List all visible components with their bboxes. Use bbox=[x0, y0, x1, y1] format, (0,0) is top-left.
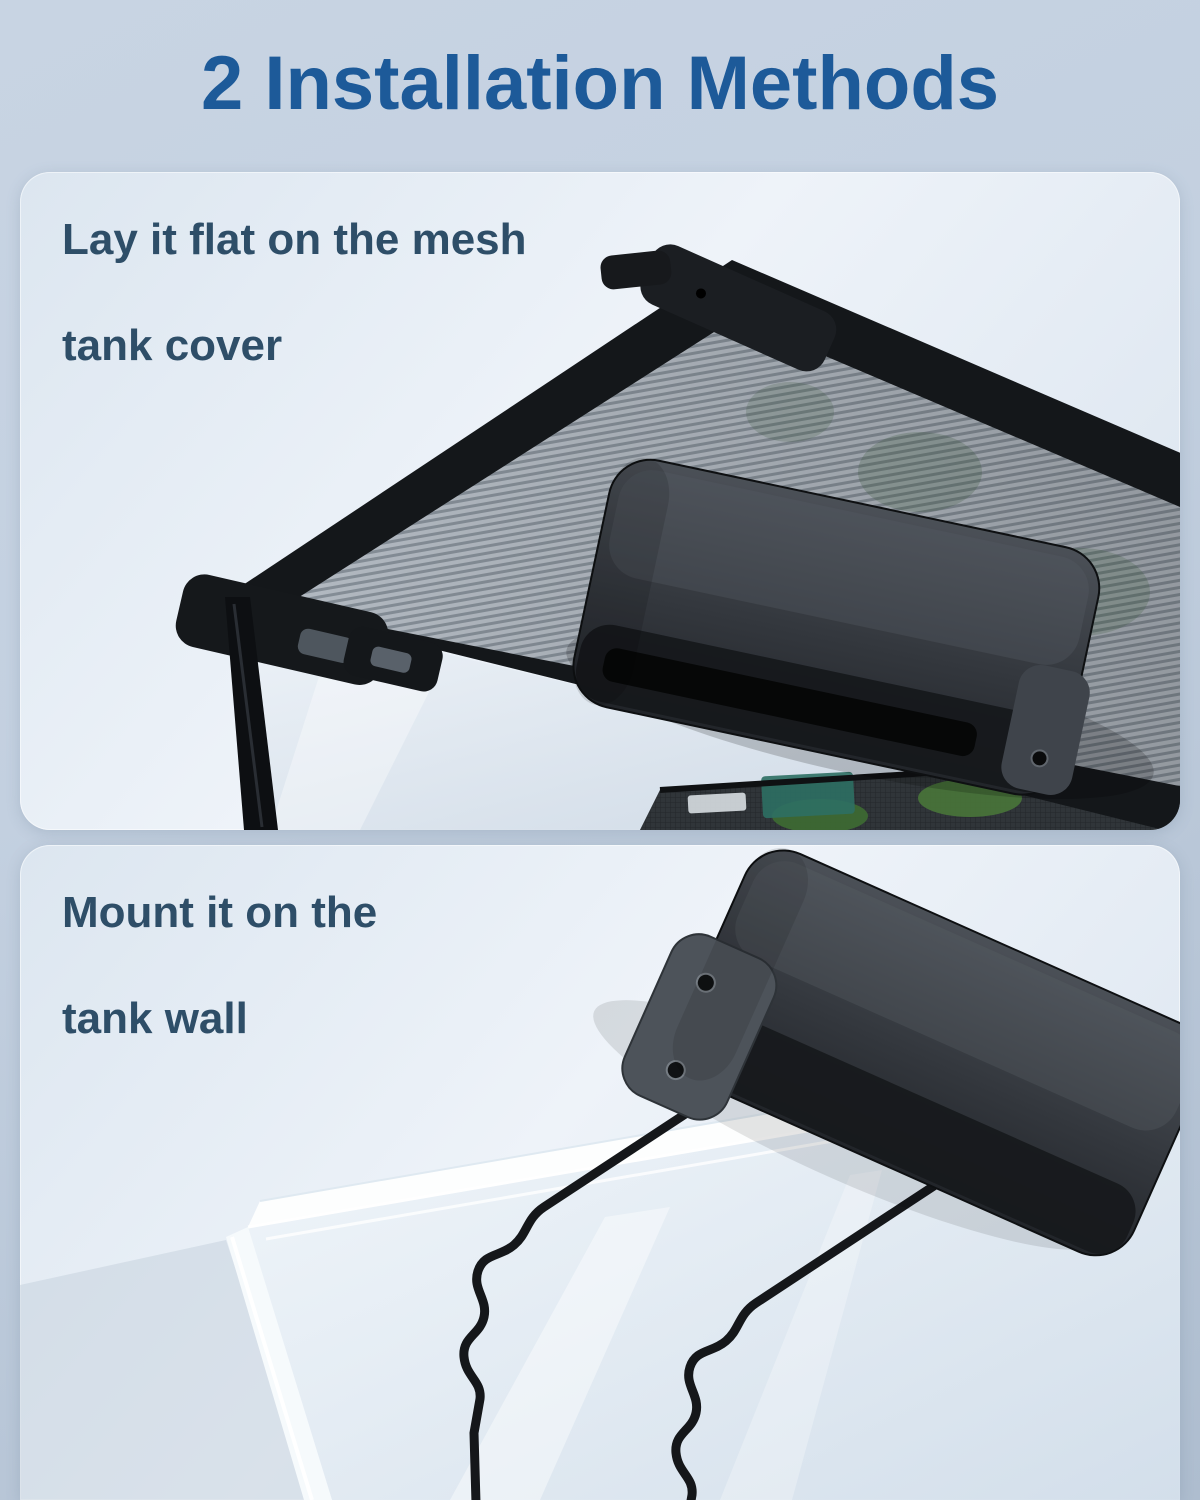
photo-wall-mount-install bbox=[20, 847, 1180, 1500]
caption-line-1: Mount it on the bbox=[62, 888, 378, 937]
caption-line-2: tank cover bbox=[62, 321, 283, 371]
method-panel-wall: Mount it on the tank wall bbox=[20, 845, 1180, 1500]
plant-under-mesh bbox=[746, 382, 834, 442]
mounting-hole bbox=[665, 1060, 686, 1081]
method-panel-flat: Lay it flat on the mesh tank cover bbox=[20, 172, 1180, 830]
glass-reflection bbox=[720, 1170, 882, 1500]
mounting-hole bbox=[695, 972, 716, 993]
device-front-bevel bbox=[675, 1005, 1136, 1254]
background-shade bbox=[20, 1240, 312, 1500]
device-edge-shade bbox=[672, 847, 809, 1081]
corner-bracket-back bbox=[600, 244, 837, 372]
page-title: 2 Installation Methods bbox=[200, 41, 1000, 126]
caption-line-1: Lay it flat on the mesh bbox=[62, 215, 527, 264]
method-caption-wall: Mount it on the tank wall bbox=[62, 888, 378, 1044]
tank-frame-post bbox=[225, 597, 278, 830]
wire-bracket-right bbox=[671, 1144, 995, 1500]
device-edge-shade bbox=[573, 457, 670, 706]
device-lens-strip bbox=[602, 648, 977, 757]
plant-under-mesh bbox=[858, 432, 982, 512]
device-end-cap bbox=[1001, 664, 1090, 795]
glass-corner-edge bbox=[226, 1227, 332, 1500]
heat-panel-device bbox=[621, 847, 1180, 1257]
photo-mesh-top-install bbox=[175, 244, 1180, 830]
glass-reflection bbox=[270, 642, 440, 830]
device-end-cap bbox=[621, 933, 778, 1121]
glass-reflection bbox=[450, 1207, 670, 1500]
device-top-sheen bbox=[735, 861, 1180, 1131]
front-latch bbox=[343, 626, 443, 692]
caption-line-2: tank wall bbox=[62, 994, 248, 1044]
mounting-hole bbox=[1030, 749, 1049, 768]
method-caption-flat: Lay it flat on the mesh tank cover bbox=[62, 215, 527, 371]
heat-panel-device bbox=[572, 457, 1101, 796]
door-label bbox=[687, 792, 747, 814]
wire-bracket-left bbox=[459, 1048, 783, 1500]
device-top-sheen bbox=[609, 470, 1089, 665]
